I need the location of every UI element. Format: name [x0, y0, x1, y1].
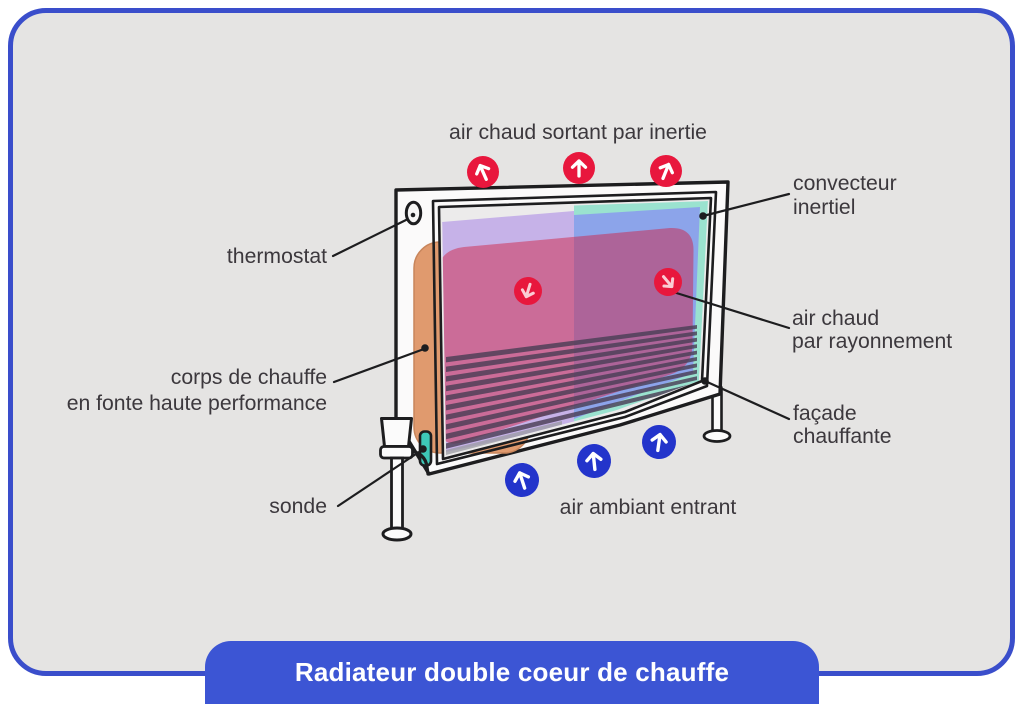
- radiant-heat-arrow-icon: [654, 268, 682, 296]
- label-convecteur-line2: inertiel: [793, 196, 855, 219]
- ambient-air-in-arrows: [505, 425, 676, 497]
- label-air-chaud-sortant: air chaud sortant par inertie: [449, 121, 707, 144]
- label-convecteur-line1: convecteur: [793, 172, 897, 195]
- cool-air-up-arrow-icon: [505, 463, 539, 497]
- label-rayonnement-line1: air chaud: [792, 307, 879, 330]
- inner-frame-outer-line: [431, 190, 718, 466]
- radiator-left-leg: [379, 417, 430, 542]
- label-corps-line2: en fonte haute performance: [67, 392, 327, 415]
- label-facade-line2: chauffante: [793, 425, 892, 448]
- cool-air-up-arrow-icon: [577, 444, 611, 478]
- pointer-lines: [331, 192, 791, 508]
- label-corps-line1: corps de chauffe: [171, 366, 327, 389]
- title-banner-label: Radiateur double coeur de chauffe: [294, 657, 730, 687]
- heating-facade-fins: [446, 325, 697, 449]
- hot-air-up-arrow-icon: [467, 156, 499, 188]
- sill-shadow: [446, 421, 562, 455]
- hot-air-out-arrows: [467, 152, 682, 188]
- label-rayonnement-line2: par rayonnement: [792, 330, 952, 353]
- label-thermostat: thermostat: [227, 245, 327, 268]
- hot-air-down-arrow-icon: [514, 277, 542, 305]
- label-sonde: sonde: [269, 495, 327, 518]
- radiator-right-leg: [702, 384, 732, 443]
- label-facade-line1: façade: [793, 402, 857, 425]
- hot-air-up-arrow-icon: [563, 152, 595, 184]
- thermostat-icon: [404, 200, 423, 226]
- inner-frame-inner-line: [437, 196, 713, 461]
- internal-heat-arrows: [514, 268, 682, 305]
- hot-air-up-arrow-icon: [650, 155, 682, 187]
- title-banner: Radiateur double coeur de chauffe: [205, 641, 819, 704]
- cool-air-up-arrow-icon: [642, 425, 676, 459]
- label-air-ambiant: air ambiant entrant: [560, 496, 737, 519]
